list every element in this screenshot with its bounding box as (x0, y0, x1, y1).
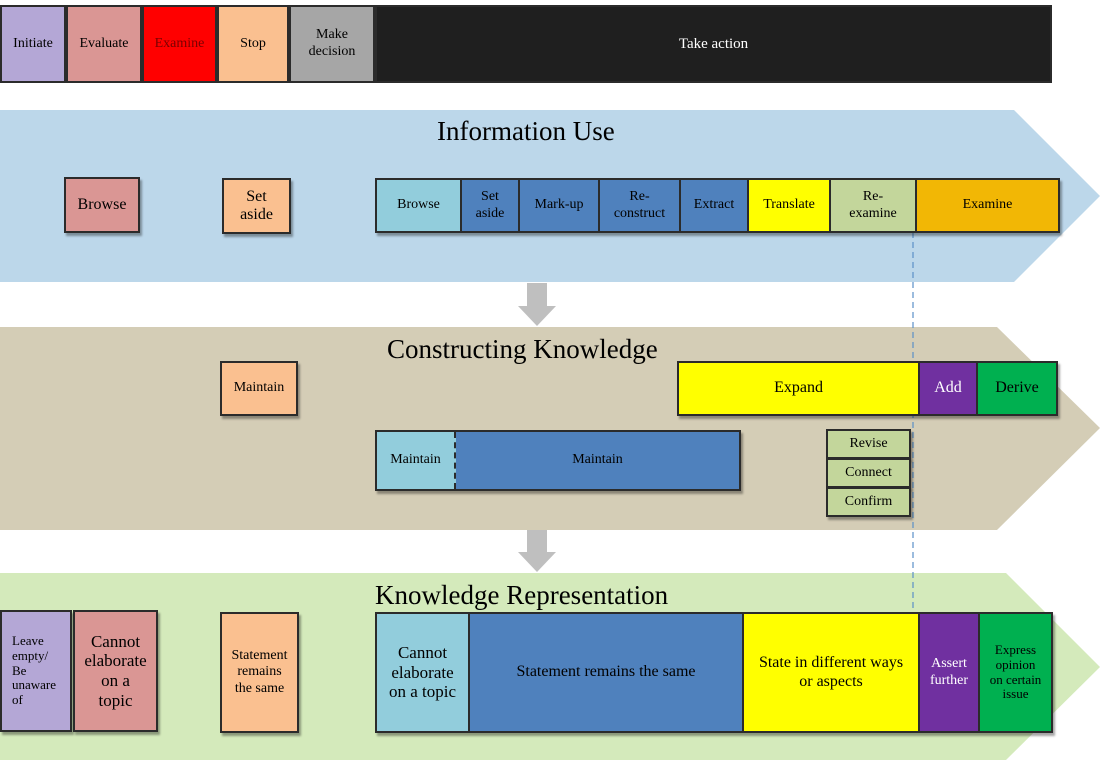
ck-derive: Derive (976, 363, 1056, 414)
information-use-steps: Browse Set aside Mark-up Re-construct Ex… (375, 178, 1060, 233)
ck-maintain-dark: Maintain (456, 432, 739, 489)
ck-add: Add (918, 363, 976, 414)
stage-initiate: Initiate (0, 5, 66, 83)
down-arrow-1 (518, 283, 556, 326)
down-arrow-2 (518, 530, 556, 572)
kr-statement-remains: Statement remains the same (468, 614, 742, 731)
step-re-examine: Re-examine (829, 180, 915, 231)
stage-evaluate: Evaluate (66, 5, 142, 83)
ck-expand: Expand (679, 363, 918, 414)
stage-examine: Examine (142, 5, 217, 83)
constructing-knowledge-title: Constructing Knowledge (387, 334, 658, 364)
step-mark-up: Mark-up (518, 180, 598, 231)
knowledge-representation-title: Knowledge Representation (375, 580, 669, 610)
kr-leave-empty-box: Leave empty/ Be unaware of (0, 610, 72, 732)
step-examine: Examine (915, 180, 1058, 231)
info-set-aside-box: Set aside (222, 178, 291, 234)
ck-confirm: Confirm (826, 487, 911, 517)
info-browse-box: Browse (64, 177, 140, 233)
ck-lower-row: Maintain Maintain (375, 430, 741, 491)
kr-statement-remains-box: Statement remains the same (220, 612, 299, 733)
ck-revise: Revise (826, 429, 911, 459)
kr-row: Cannot elaborate on a topic Statement re… (375, 612, 1053, 733)
step-extract: Extract (679, 180, 747, 231)
step-browse: Browse (377, 180, 460, 231)
kr-assert-further: Assert further (918, 614, 978, 731)
step-translate: Translate (747, 180, 829, 231)
stage-stop: Stop (217, 5, 289, 83)
step-set-aside: Set aside (460, 180, 518, 231)
ck-connect: Connect (826, 458, 911, 488)
ck-maintain-light: Maintain (377, 432, 456, 489)
ck-upper-row: Expand Add Derive (677, 361, 1058, 416)
kr-cannot-elaborate: Cannot elaborate on a topic (377, 614, 468, 731)
ck-maintain-box: Maintain (220, 361, 298, 416)
stage-take-action: Take action (375, 5, 1052, 83)
stage-make-decision: Make decision (289, 5, 375, 83)
kr-express-opinion: Express opinion on certain issue (978, 614, 1051, 731)
step-re-construct: Re-construct (598, 180, 679, 231)
information-use-title: Information Use (437, 116, 615, 146)
kr-state-different-ways: State in different ways or aspects (742, 614, 918, 731)
kr-cannot-elaborate-box: Cannot elaborate on a topic (73, 610, 158, 732)
